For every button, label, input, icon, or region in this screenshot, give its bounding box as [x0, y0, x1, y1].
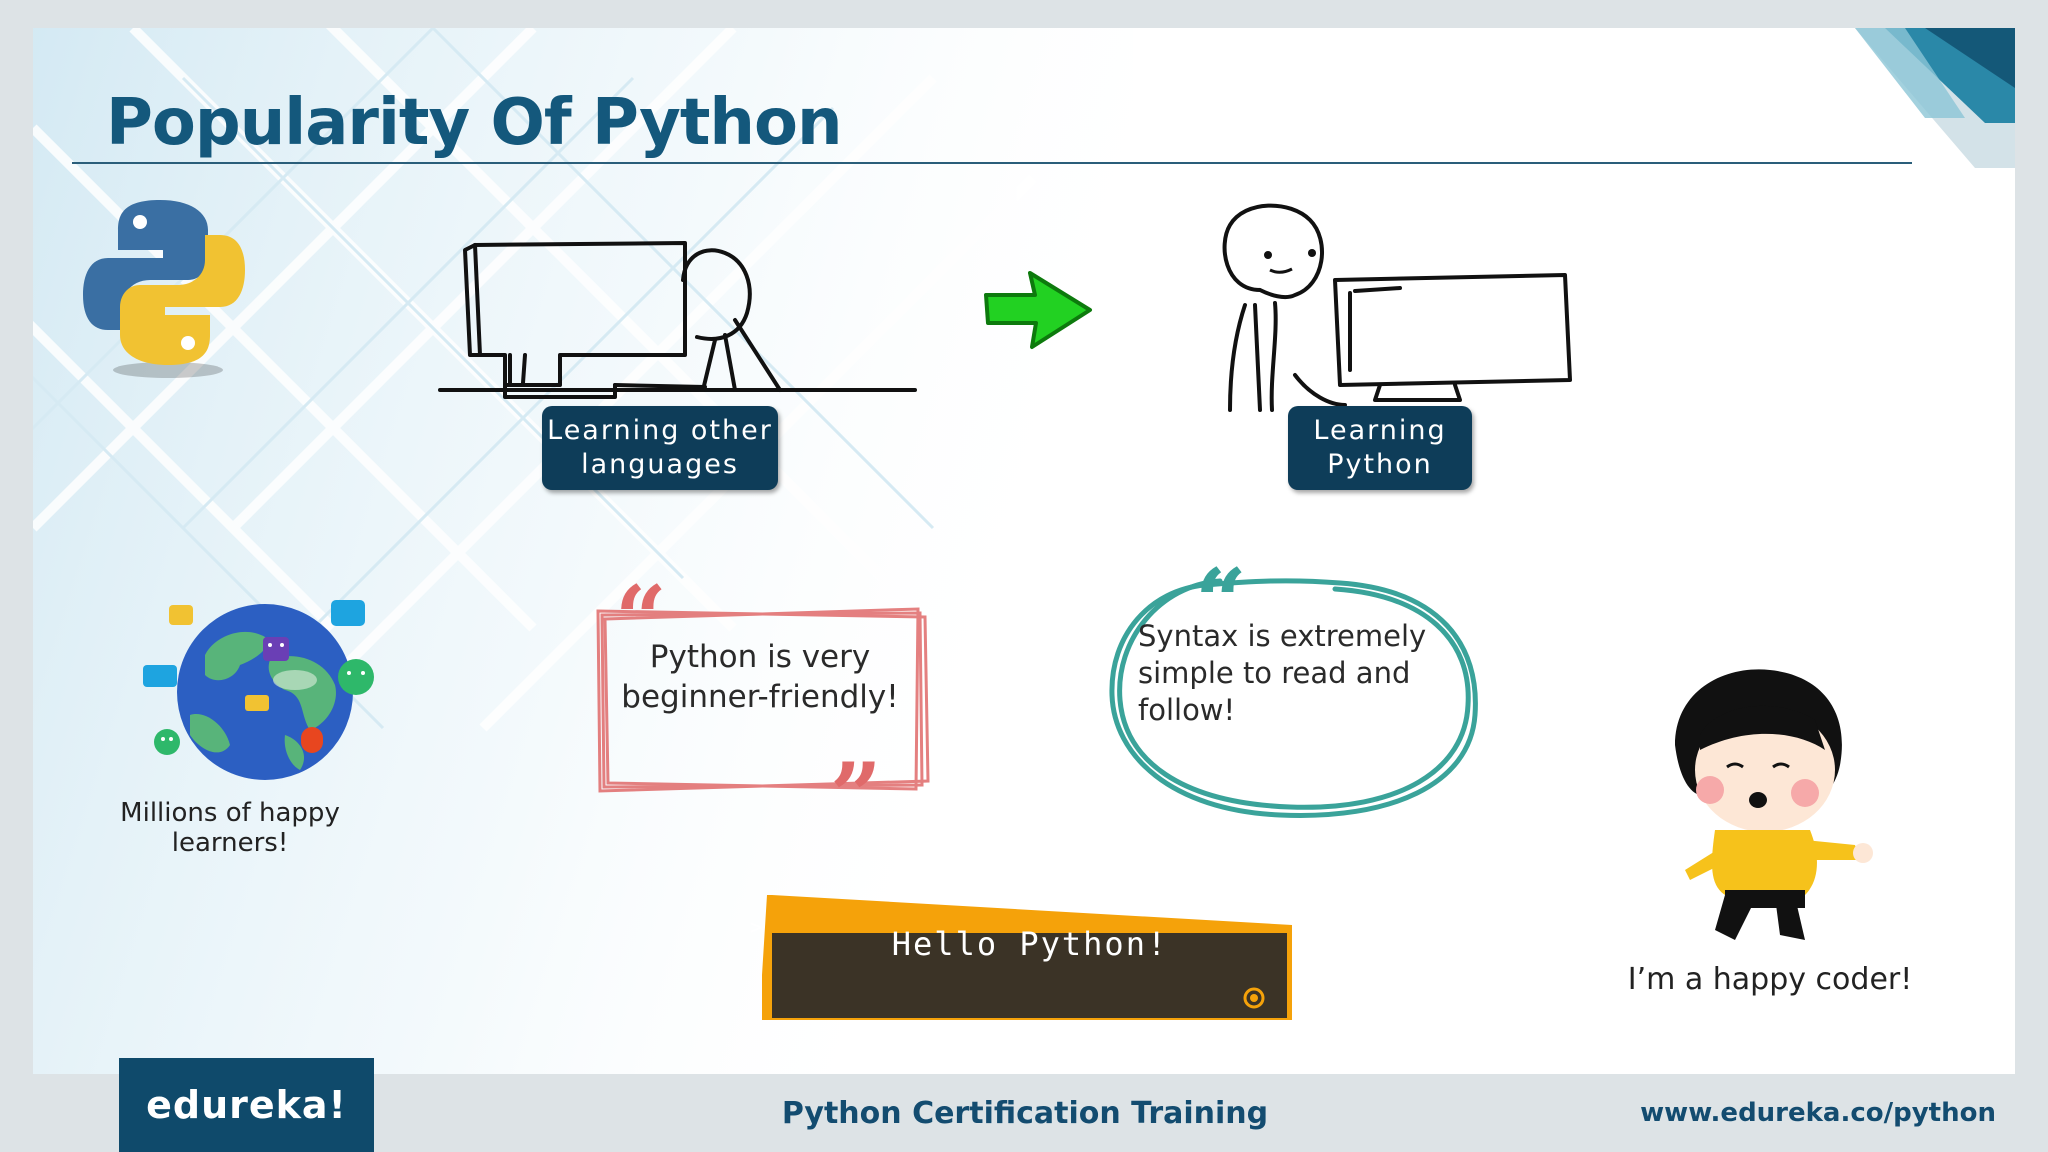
slide: Popularity Of Python [33, 28, 2015, 1074]
background-pattern [33, 28, 1133, 1074]
happy-learner-illustration [1222, 203, 1572, 412]
quote-beginner-friendly: Python is very beginner-friendly! [621, 639, 899, 715]
svg-text:“: “ [1195, 549, 1247, 655]
corner-decoration [1855, 28, 2015, 168]
terminal-hello-text: Hello Python! [891, 925, 1169, 963]
terminal-prompt: > [750, 915, 763, 939]
globe-icon [143, 600, 374, 780]
quote-syntax-simple: Syntax is extremely simple to read and f… [1138, 619, 1427, 727]
cartoon-girl-icon [1675, 669, 1873, 940]
label-learning-other-languages: Learning other languages [542, 406, 778, 490]
label-learning-python: Learning Python [1288, 406, 1472, 490]
green-arrow-icon [984, 271, 1092, 349]
brand-logo: edureka! [119, 1058, 374, 1152]
website-url[interactable]: www.edureka.co/python [1640, 1098, 1996, 1128]
title-divider [72, 162, 1912, 164]
svg-text:“: “ [615, 575, 667, 672]
svg-text:,: , [1365, 800, 1393, 835]
pink-quote-frame: “ ” [596, 575, 930, 815]
caption-millions-of-learners: Millions of happy learners! [120, 798, 340, 858]
page-title: Popularity Of Python [106, 86, 842, 160]
caption-happy-coder: I’m a happy coder! [1627, 962, 1913, 997]
svg-text:”: ” [830, 743, 882, 815]
terminal-banner [762, 895, 1292, 1020]
teal-speech-bubble: “ , [1109, 549, 1478, 835]
python-logo-icon [83, 200, 245, 378]
course-title: Python Certification Training [781, 1096, 1269, 1131]
frustrated-learner-illustration [438, 241, 917, 399]
